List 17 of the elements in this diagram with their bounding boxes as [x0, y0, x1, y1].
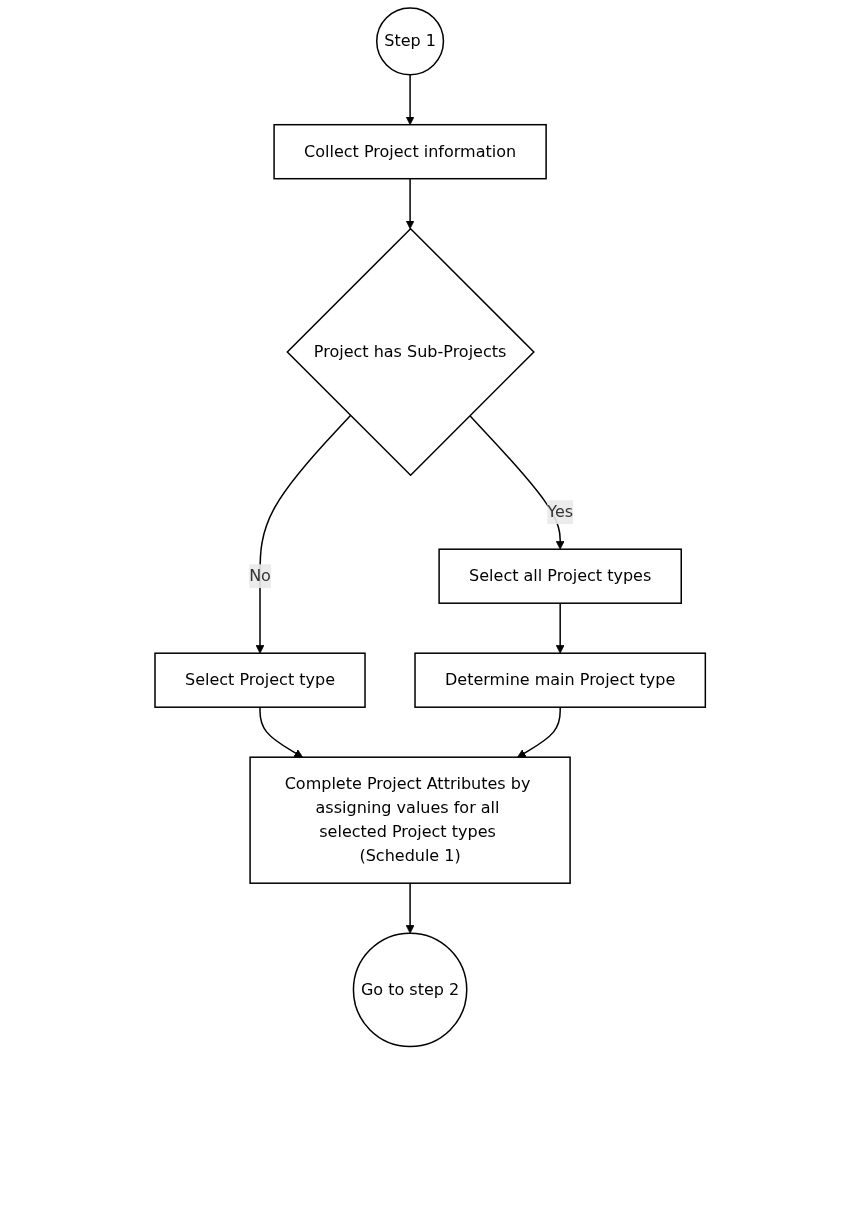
node-box: Select Project type	[154, 652, 367, 708]
arrow	[406, 177, 415, 230]
node-box: Collect Project information	[273, 123, 548, 180]
arrow	[556, 602, 565, 654]
node-circle: Go to step 2	[353, 932, 468, 1048]
node-box: Determine main Project type	[414, 652, 707, 708]
node-box: Complete Project Attributes by assigning values for all selected Project types (Schedule 1)	[249, 756, 572, 884]
node-box: Select all Project types	[438, 548, 683, 604]
arrow	[517, 706, 562, 758]
edge-label: No	[249, 566, 272, 586]
edge-label: Yes	[547, 502, 574, 522]
arrow	[255, 414, 352, 654]
arrow	[259, 706, 304, 758]
arrow	[406, 882, 415, 934]
node-diamond: Project has Sub-Projects	[286, 227, 536, 477]
node-circle: Step 1	[376, 7, 445, 76]
arrow	[406, 73, 415, 126]
